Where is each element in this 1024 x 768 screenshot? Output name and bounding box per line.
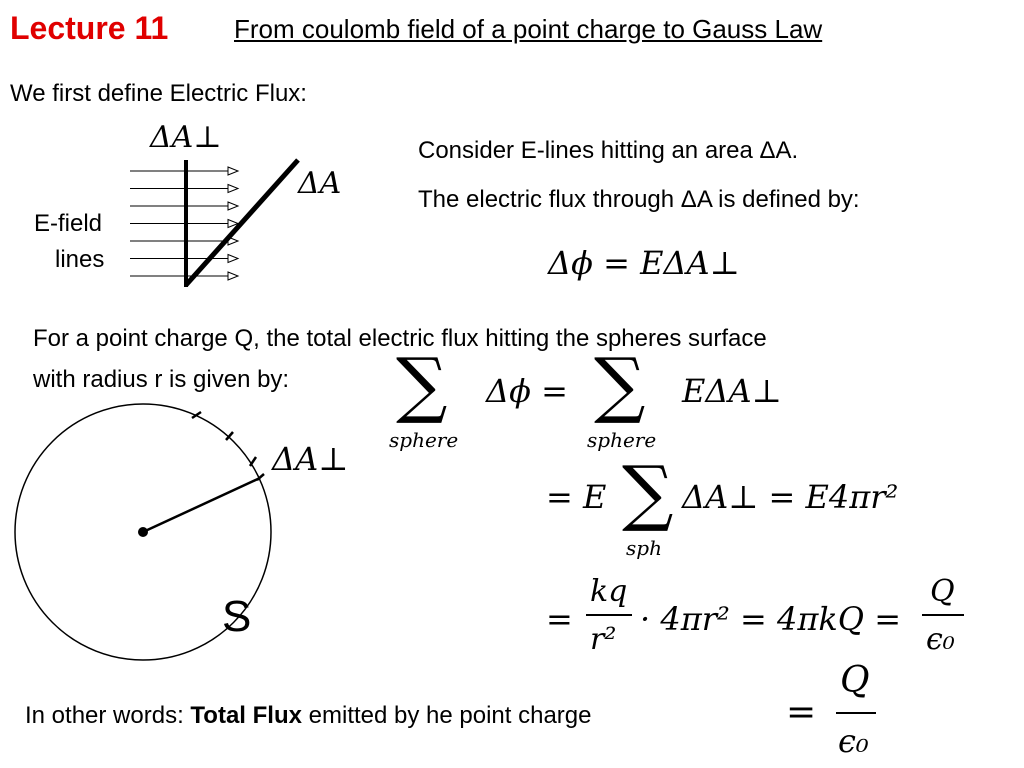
flux-definition-formula: Δϕ = EΔA⊥ (548, 244, 740, 282)
eq1-right: EΔA⊥ (682, 372, 782, 410)
eq2-part-b: ΔA⊥ = E4πr² (682, 478, 899, 516)
sphere-surface (14, 403, 272, 661)
eq3-part-b: · 4πr² = 4πkQ = (640, 600, 902, 638)
sum-symbol-1: ∑ (396, 342, 448, 426)
delta-a-perp-label: ΔA⊥ (150, 120, 222, 155)
efield-label-2: lines (55, 246, 105, 273)
sum-sub-sphere-2: sphere (587, 428, 657, 452)
delta-a-label: ΔA (298, 166, 342, 201)
arrow-head-icon (227, 218, 240, 229)
definition-line-1: Consider E-lines hitting an area ΔA. (418, 137, 799, 164)
point-charge-dot (138, 527, 148, 537)
page-subtitle: From coulomb field of a point charge to … (234, 14, 823, 44)
arrow-head-icon (227, 253, 240, 264)
arrow-head-icon (227, 201, 240, 211)
arrow-head-icon (227, 271, 240, 281)
eq3-denominator-eps: ϵ₀ (926, 622, 955, 657)
arrow-head-icon (227, 166, 240, 176)
eq3-denominator: r² (590, 622, 617, 657)
conclusion-prefix: In other words: (25, 702, 191, 729)
definition-line-2: The electric flux through ΔA is defined … (418, 186, 860, 213)
eq3-numerator: kq (590, 574, 628, 609)
conclusion-bold: Total Flux (190, 702, 302, 729)
sum-sub-sphere-1: sphere (389, 428, 459, 452)
sphere-delta-a-perp-label: ΔA⊥ (272, 440, 349, 478)
eq3-fraction-bar (586, 614, 632, 616)
eq3-fraction-bar-2 (922, 614, 964, 616)
conclusion-numerator: Q (840, 660, 870, 701)
area-ticks (191, 410, 265, 481)
conclusion-suffix: emitted by he point charge (301, 702, 592, 729)
radius-line (142, 476, 261, 534)
eq3-equals: = (546, 600, 573, 638)
sum-symbol-2: ∑ (594, 342, 646, 426)
point-charge-line-2: with radius r is given by: (33, 366, 290, 393)
lecture-title: Lecture 11 (10, 10, 169, 46)
tilted-area-bar (184, 158, 300, 287)
conclusion-equals: = (786, 692, 817, 733)
conclusion-denominator: ϵ₀ (838, 722, 869, 760)
sum-sub-sph: sph (626, 536, 662, 560)
sum-symbol-3: ∑ (622, 450, 674, 534)
conclusion-text: In other words: Total Flux emitted by he… (25, 702, 592, 730)
eq2-part-a: = E (546, 478, 607, 516)
field-arrows (130, 166, 240, 281)
efield-label-1: E-field (34, 210, 103, 237)
eq1-left: Δϕ = (486, 372, 568, 410)
conclusion-fraction-bar (836, 712, 876, 714)
eq3-numerator-q: Q (930, 574, 955, 609)
arrow-head-icon (227, 183, 240, 194)
surface-s-label: S (222, 592, 252, 641)
point-charge-line-1: For a point charge Q, the total electric… (33, 325, 767, 352)
intro-line: We first define Electric Flux: (10, 80, 307, 107)
